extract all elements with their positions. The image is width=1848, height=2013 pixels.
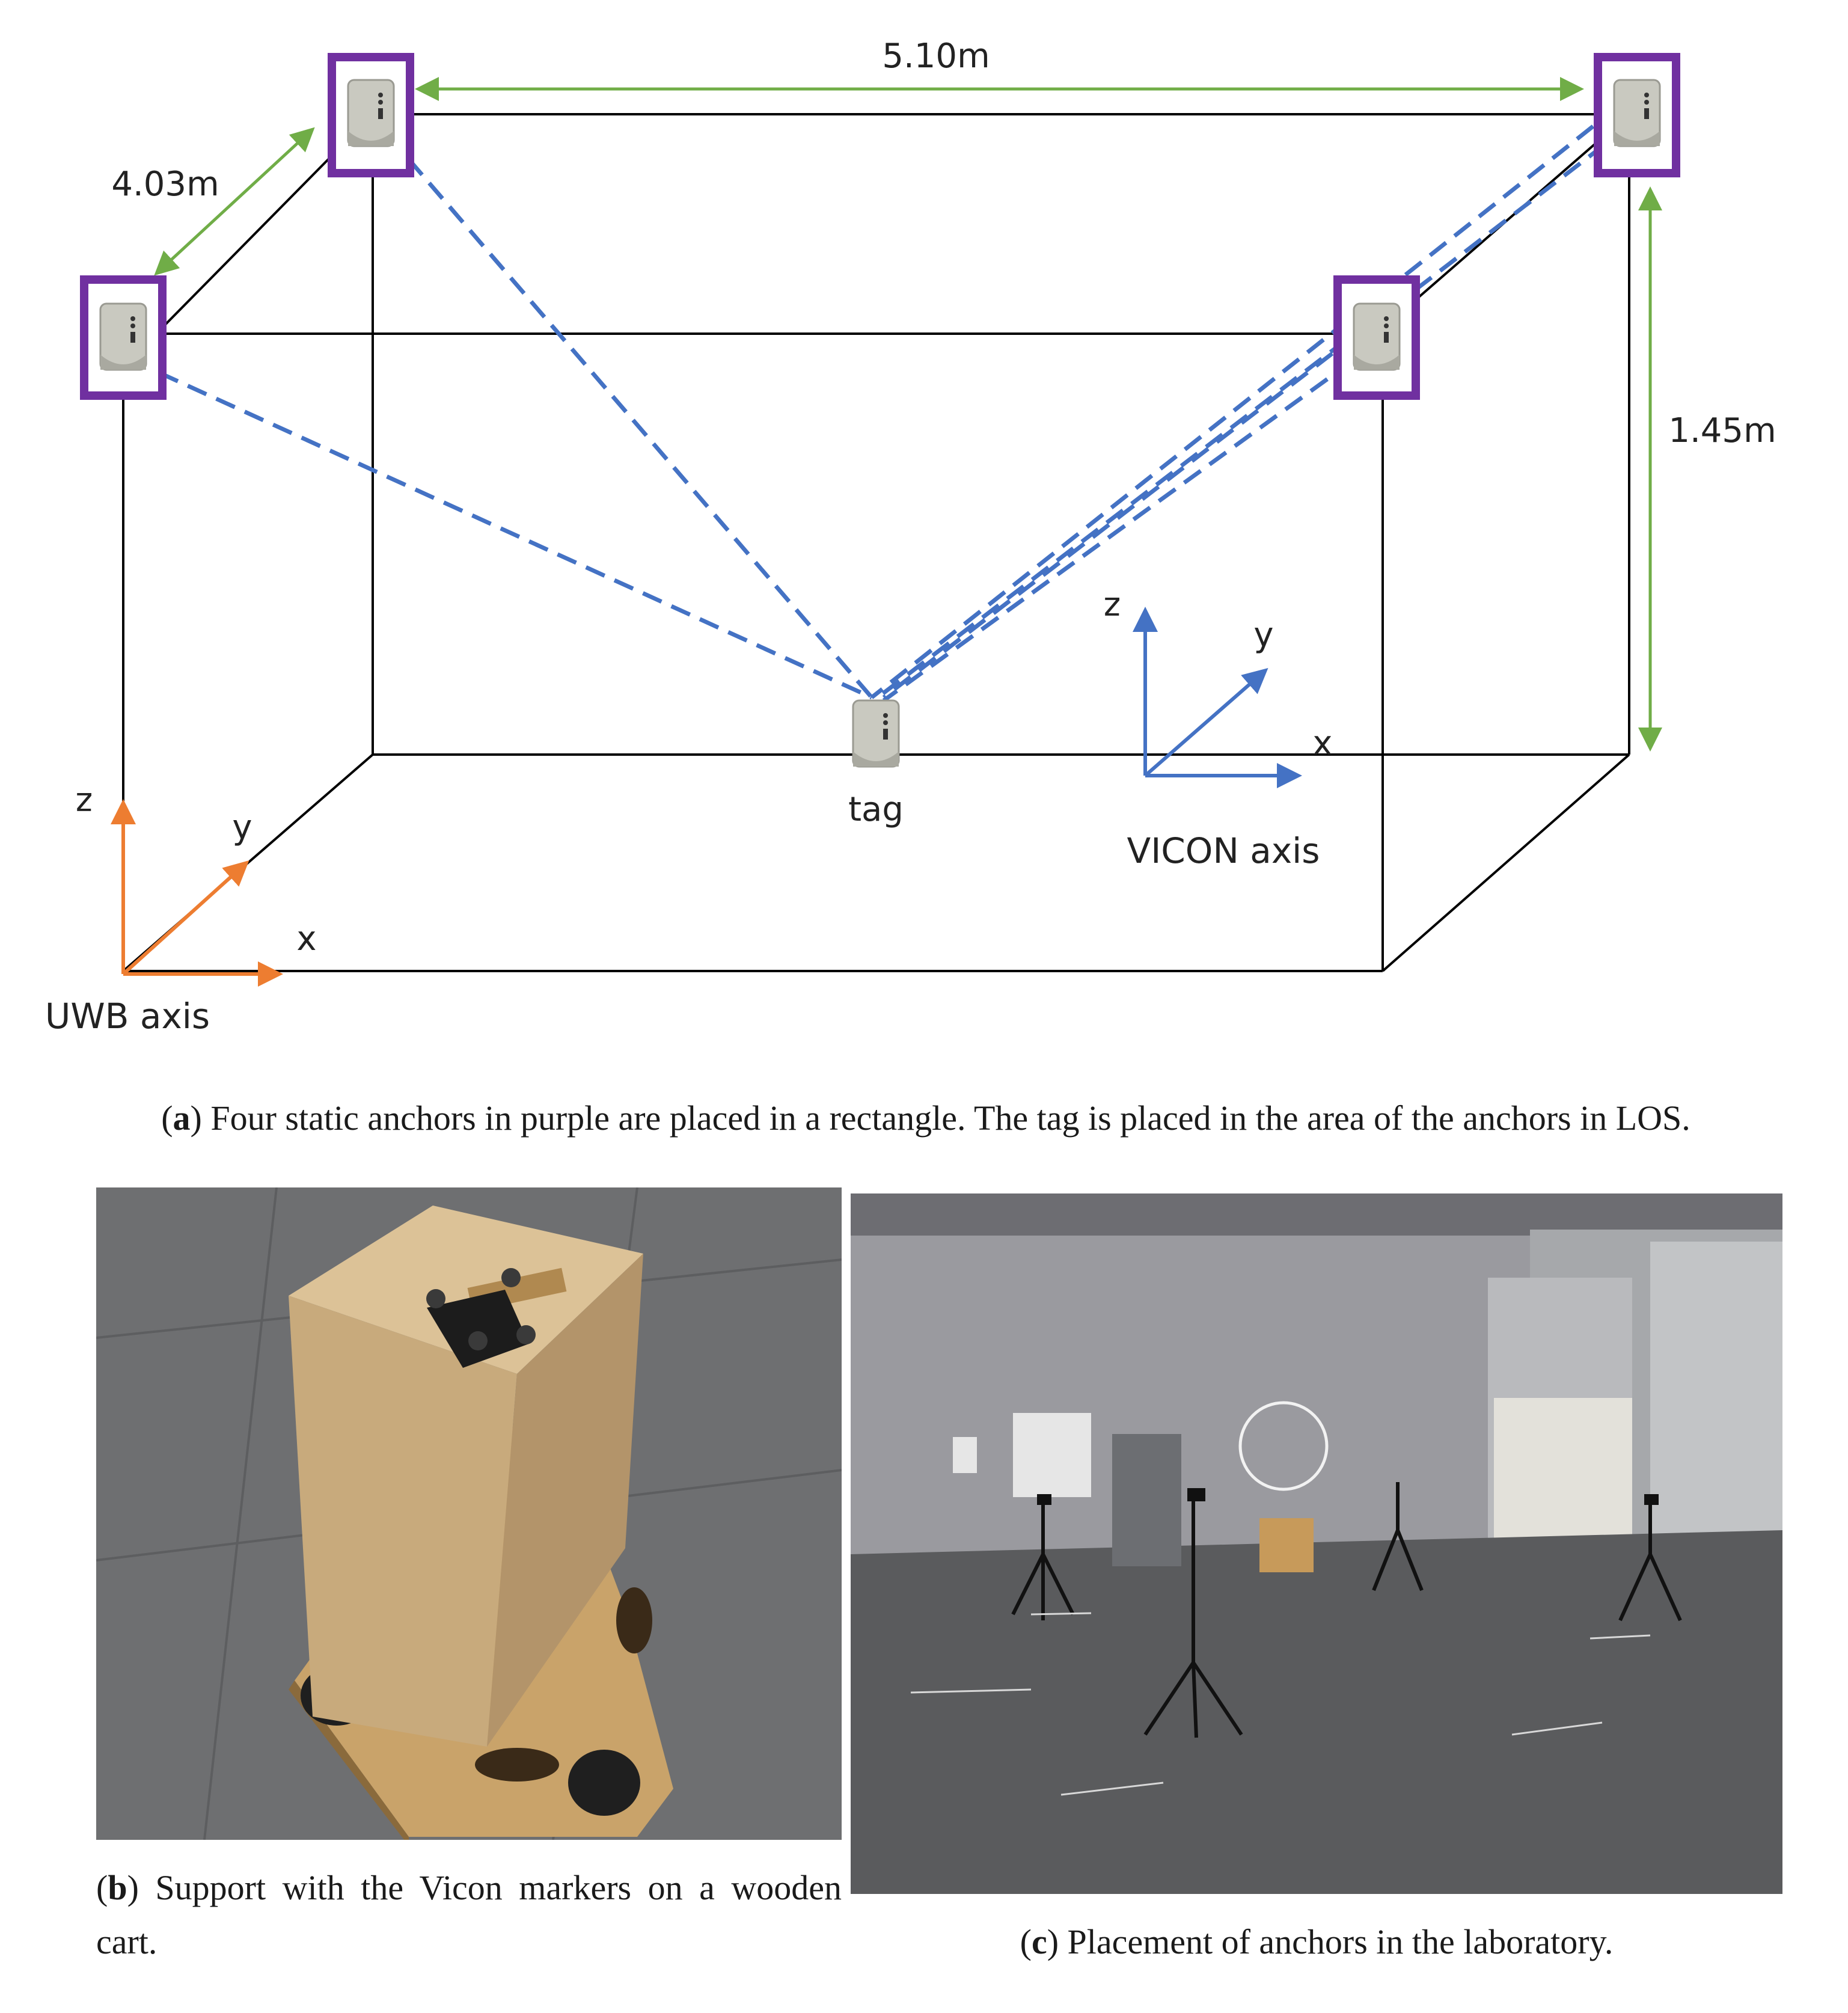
tag-label: tag (848, 790, 904, 829)
caption-a-text: ) Four static anchors in purple are plac… (190, 1098, 1690, 1138)
caption-c: (c) Placement of anchors in the laborato… (1020, 1922, 1614, 1961)
caption-c-text: ) Placement of anchors in the laboratory… (1047, 1922, 1614, 1961)
anchor-top-right (1594, 53, 1680, 177)
uwb-x-label: x (296, 919, 316, 958)
vicon-z-label: z (1104, 590, 1121, 628)
caption-a-letter: a (173, 1098, 191, 1138)
vicon-axis (1133, 607, 1302, 788)
setup-diagram: 5.10m 4.03m 1.45m tag z y x VICON axis z… (45, 37, 1776, 1037)
vicon-y-label: y (1253, 616, 1273, 655)
anchor-front-left (80, 275, 167, 400)
depth-label: 4.03m (111, 165, 219, 204)
caption-b: (b) Support with the Vicon markers on a … (96, 1868, 842, 1961)
box-edges (122, 113, 1630, 972)
photo-wooden-cart (96, 1187, 842, 1840)
tag-device (852, 699, 900, 768)
anchor-front-right (1333, 275, 1420, 400)
height-label: 1.45m (1668, 411, 1776, 450)
caption-c-letter: c (1031, 1922, 1047, 1961)
dimension-arrows (154, 77, 1662, 752)
uwb-z-label: z (76, 785, 93, 823)
los-lines (158, 124, 1607, 702)
photo-laboratory (851, 1193, 1782, 1894)
caption-a: (a) Four static anchors in purple are pl… (161, 1098, 1690, 1138)
vicon-x-label: x (1312, 724, 1332, 763)
anchor-top-left (328, 53, 414, 177)
uwb-y-label: y (232, 808, 252, 847)
uwb-axis-label: UWB axis (45, 996, 210, 1037)
depth-arrow (154, 127, 315, 276)
vicon-axis-label: VICON axis (1127, 830, 1320, 871)
caption-b-letter: b (108, 1868, 127, 1907)
caption-b-text: ) Support with the Vicon markers on a wo… (96, 1868, 842, 1961)
length-label: 5.10m (882, 37, 990, 76)
uwb-axis (111, 799, 283, 987)
